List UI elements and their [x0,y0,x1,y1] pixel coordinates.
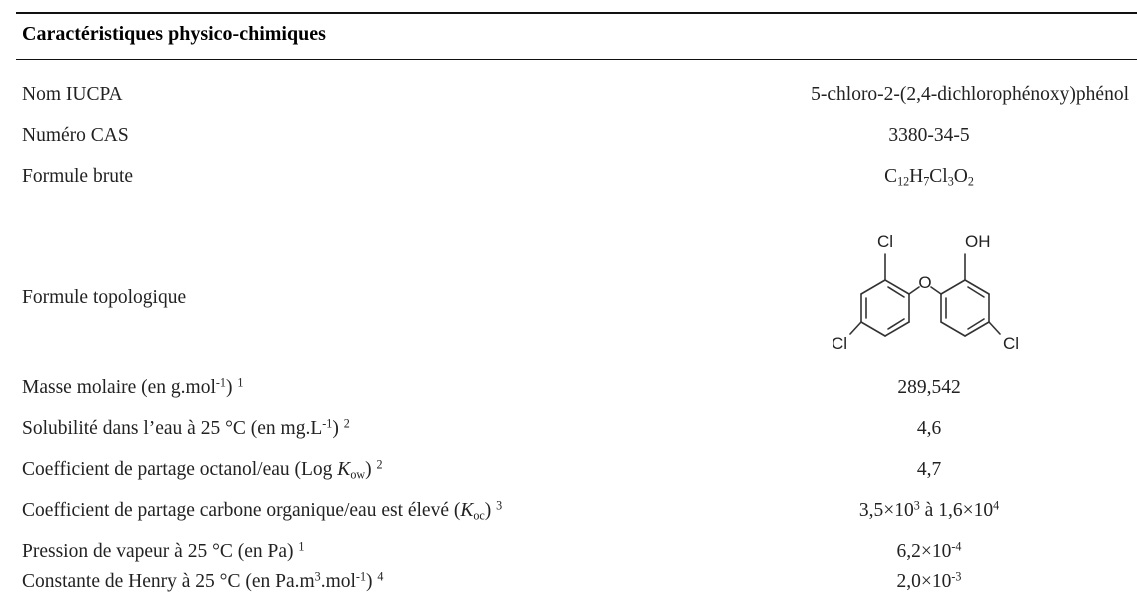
row-label: Nom IUCPA [22,84,123,105]
row-label: Numéro CAS [22,125,129,146]
table-row-henry-constant: Constante de Henry à 25 °C (en Pa.m3.mol… [0,560,1137,604]
row-value: 6,2×10-4 [896,539,962,562]
atom-label-cl-top: Cl [877,232,893,251]
molecule-structure-icon: Cl OH O Cl Cl [833,232,1019,353]
row-label: Formule topologique [22,287,187,308]
table-row-solubility: Solubilité dans l’eau à 25 °C (en mg.L-1… [0,407,1137,451]
atom-label-cl-left: Cl [833,334,847,353]
table-row-formula: Formule brute C12H7Cl3O2 [0,155,1137,199]
row-label: Solubilité dans l’eau à 25 °C (en mg.L-1… [22,416,350,439]
row-value: 2,0×10-3 [896,569,962,592]
table-row-structure: Formule topologique [0,276,1137,320]
table-row-molar-mass: Masse molaire (en g.mol-1) 1 289,542 [0,366,1137,410]
row-label: Pression de vapeur à 25 °C (en Pa) 1 [22,539,305,562]
table-header: Caractéristiques physico-chimiques [22,23,326,45]
row-value-formula: C12H7Cl3O2 [884,166,974,189]
row-label: Coefficient de partage octanol/eau (Log … [22,457,383,482]
atom-label-oh: OH [965,232,991,251]
table-top-rule [16,12,1137,14]
row-value: 4,7 [916,459,942,480]
row-label: Constante de Henry à 25 °C (en Pa.m3.mol… [22,569,384,592]
row-value: 3380-34-5 [888,125,970,146]
atom-label-o: O [918,273,931,292]
row-value: 289,542 [897,377,961,398]
row-label: Masse molaire (en g.mol-1) 1 [22,375,244,398]
table-row-cas: Numéro CAS 3380-34-5 [0,114,1137,158]
table-row-log-kow: Coefficient de partage octanol/eau (Log … [0,448,1137,492]
row-value: 5-chloro-2-(2,4-dichlorophénoxy)phénol [811,84,1129,105]
table-row-vapour-pressure: Pression de vapeur à 25 °C (en Pa) 1 6,2… [0,530,1137,574]
table-row-iupac: Nom IUCPA 5-chloro-2-(2,4-dichlorophénox… [0,73,1137,117]
table-row-koc: Coefficient de partage carbone organique… [0,489,1137,533]
row-label: Formule brute [22,166,134,187]
table-header-rule [16,59,1137,60]
row-label: Coefficient de partage carbone organique… [22,498,503,523]
row-value: 3,5×103 à 1,6×104 [858,498,1000,521]
atom-label-cl-right: Cl [1003,334,1019,353]
row-value: 4,6 [916,418,942,439]
